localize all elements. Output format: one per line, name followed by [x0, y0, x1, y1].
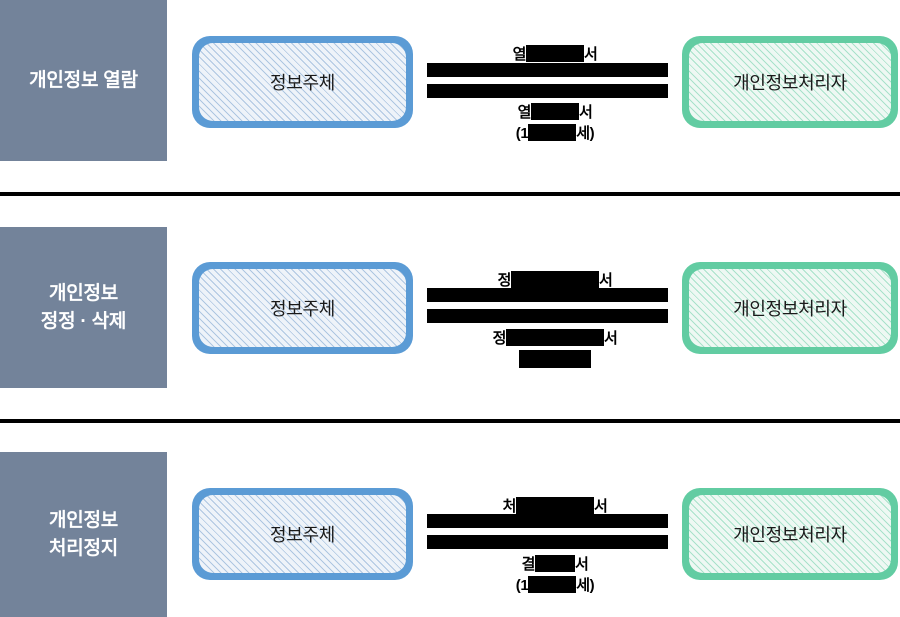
flow-label-bottom-line2-suffix-row-3: 세): [576, 577, 595, 595]
flow-label-bottom-line2-row-1: (1 세): [455, 121, 655, 142]
actor-box-fill-row-2: [199, 269, 406, 347]
actor-label-controller-row-3: 개인정보처리자: [733, 525, 847, 545]
flow-label-bottom-line2-row-2: [455, 347, 655, 369]
flow-label-top-prefix-row-2: 정: [497, 272, 512, 289]
flow-label-bottom-line2-prefix-row-3: (1: [515, 577, 529, 595]
actor-label-data-subject-row-3: 정보주체: [269, 525, 336, 545]
flow-label-bottom-line2-suffix-row-1: 세): [576, 125, 595, 143]
actor-label-data-subject-row-2: 정보주체: [269, 299, 336, 319]
arrow-redaction-backward-row-1: [427, 84, 668, 98]
actor-label-data-subject-row-1: 정보주체: [269, 73, 336, 93]
actor-box-controller-row-3: 개인정보처리자: [682, 488, 898, 580]
actor-box-fill-controller-row-3: [689, 495, 891, 573]
actor-box-fill-row-3: [199, 495, 406, 573]
arrow-redaction-backward-row-2: [427, 309, 668, 323]
flow-label-bottom-line1-redaction-row-1: [531, 103, 579, 120]
category-label-row-2: 개인정보 정정 · 삭제: [40, 282, 127, 332]
flow-label-bottom-line1-suffix-row-3: 서: [575, 556, 589, 573]
flow-label-top-suffix-row-1: 서: [584, 46, 598, 63]
arrow-redaction-forward-row-3: [427, 514, 668, 528]
category-label-row-1: 개인정보 열람: [29, 69, 138, 91]
section-divider-2: [0, 419, 900, 423]
flow-label-top-prefix-row-3: 처: [502, 498, 517, 515]
category-panel-row-1: 개인정보 열람: [0, 0, 167, 161]
actor-label-controller-row-2: 개인정보처리자: [733, 299, 847, 319]
actor-box-fill-controller-row-2: [689, 269, 891, 347]
flow-label-bottom-line2-row-3: (1 세): [455, 573, 655, 594]
flow-label-bottom-line2-redaction-row-2: [519, 350, 591, 369]
flow-label-bottom-line1-redaction-row-3: [535, 555, 575, 572]
flow-label-bottom-line2-prefix-row-1: (1: [515, 125, 529, 143]
flow-label-top-suffix-row-2: 서: [599, 272, 613, 289]
flow-label-top-redaction-row-2: [511, 271, 599, 288]
category-panel-row-3: 개인정보 처리정지: [0, 452, 167, 617]
arrow-redaction-forward-row-1: [427, 63, 668, 77]
arrow-redaction-forward-row-2: [427, 288, 668, 302]
flow-label-bottom-line1-redaction-row-2: [506, 329, 604, 346]
actor-box-data-subject-row-2: 정보주체: [192, 262, 413, 354]
actor-box-fill-row-1: [199, 43, 406, 121]
flow-label-bottom-line1-prefix-row-3: 결: [521, 556, 536, 573]
actor-box-controller-row-1: 개인정보처리자: [682, 36, 898, 128]
actor-box-controller-row-2: 개인정보처리자: [682, 262, 898, 354]
flow-label-top-redaction-row-1: [526, 45, 584, 62]
flow-label-bottom-line1-prefix-row-2: 정: [492, 330, 507, 347]
actor-box-data-subject-row-3: 정보주체: [192, 488, 413, 580]
actor-label-controller-row-1: 개인정보처리자: [733, 73, 847, 93]
flow-label-bottom-line2-redaction-row-3: [528, 576, 577, 594]
flow-label-top-suffix-row-3: 서: [594, 498, 608, 515]
flow-label-bottom-line1-suffix-row-1: 서: [579, 104, 593, 121]
actor-box-fill-controller-row-1: [689, 43, 891, 121]
section-divider-1: [0, 192, 900, 196]
flow-label-top-redaction-row-3: [516, 497, 594, 514]
arrow-redaction-backward-row-3: [427, 535, 668, 549]
flow-label-top-prefix-row-1: 열: [512, 46, 527, 63]
category-label-row-3: 개인정보 처리정지: [48, 509, 119, 559]
actor-box-data-subject-row-1: 정보주체: [192, 36, 413, 128]
flow-label-bottom-line1-prefix-row-1: 열: [517, 104, 532, 121]
flow-label-bottom-line2-redaction-row-1: [528, 124, 577, 142]
flow-label-bottom-line1-suffix-row-2: 서: [604, 330, 618, 347]
category-panel-row-2: 개인정보 정정 · 삭제: [0, 227, 167, 388]
